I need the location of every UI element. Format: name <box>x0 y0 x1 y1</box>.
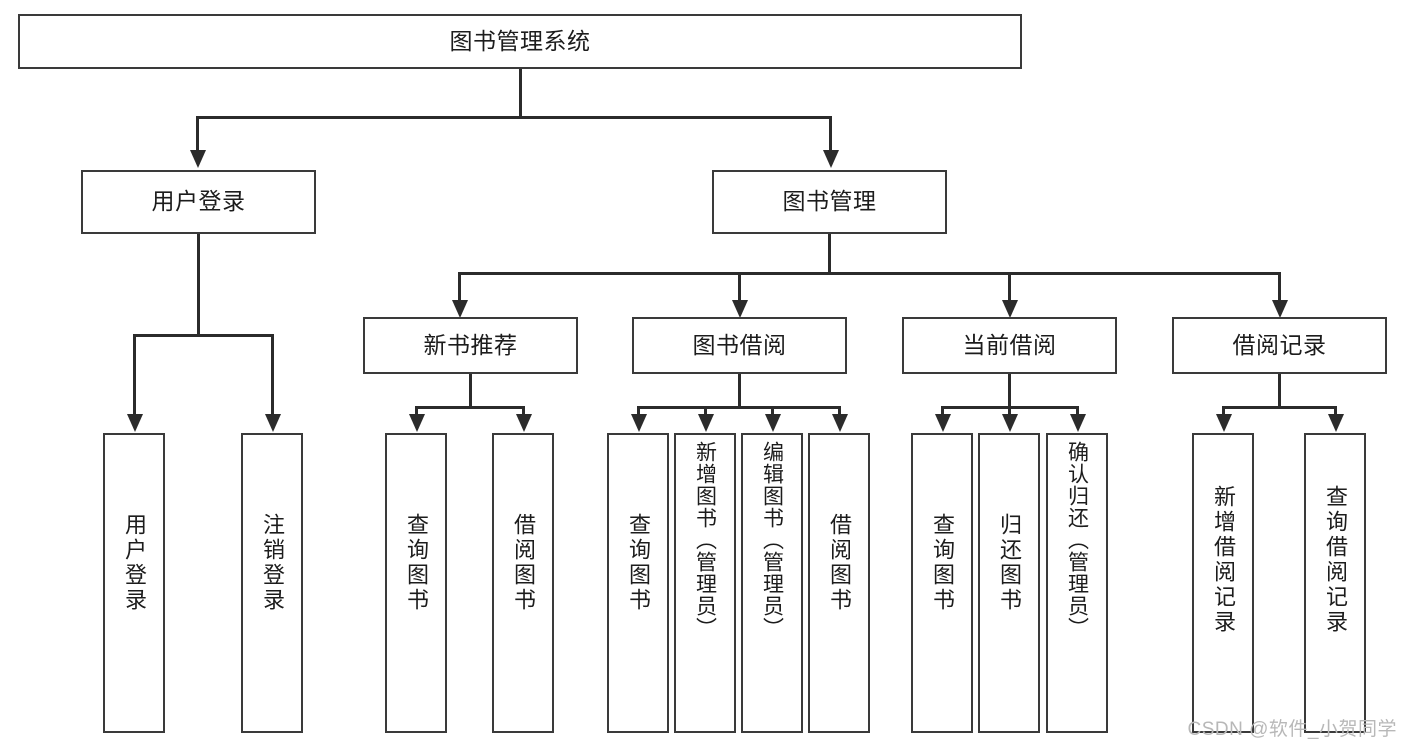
edge-cb-to-leaf-3 <box>1076 406 1079 418</box>
arrowhead-cb-to-leaf-3 <box>1070 414 1086 432</box>
node-label: 查询借阅记录 <box>1323 485 1348 635</box>
leaf-br-add-record[interactable]: 新增借阅记录 <box>1192 433 1254 733</box>
node-label: 图书管理系统 <box>449 27 591 54</box>
node-label: 查询图书 <box>626 513 651 613</box>
arrowhead-bb-to-leaf-2 <box>698 414 714 432</box>
edge-bb-to-leaf-3 <box>771 406 774 418</box>
node-root-book-management-system[interactable]: 图书管理系统 <box>18 14 1022 69</box>
leaf-cb-confirm-return-admin[interactable]: 确认归还（管理员） <box>1046 433 1108 733</box>
node-label: 借阅记录 <box>1232 331 1327 358</box>
edge-bm-to-new-book <box>458 272 461 304</box>
edge-bb-to-leaf-1 <box>637 406 640 418</box>
edge-br-to-leaf-2 <box>1334 406 1337 418</box>
arrowhead-bb-to-leaf-1 <box>631 414 647 432</box>
edge-cb-to-leaf-2 <box>1008 406 1011 418</box>
arrowhead-cb-to-leaf-2 <box>1002 414 1018 432</box>
leaf-user-login[interactable]: 用户登录 <box>103 433 165 733</box>
edge-book-borrow-stem <box>738 374 741 408</box>
arrowhead-root-to-book-management <box>823 150 839 168</box>
edge-bb-to-leaf-2 <box>704 406 707 418</box>
edge-current-borrow-stem <box>1008 374 1011 408</box>
node-current-borrow[interactable]: 当前借阅 <box>902 317 1117 374</box>
node-label: 图书管理 <box>782 188 877 215</box>
arrowhead-user-login-to-leaf-1 <box>127 414 143 432</box>
edge-user-login-to-leaf-1 <box>133 334 136 416</box>
edge-bm-to-borrow-record <box>1278 272 1281 304</box>
edge-cb-to-leaf-1 <box>941 406 944 418</box>
edge-nb-to-leaf-1 <box>415 406 418 418</box>
node-user-login[interactable]: 用户登录 <box>81 170 316 234</box>
arrowhead-cb-to-leaf-1 <box>935 414 951 432</box>
leaf-cb-query-book[interactable]: 查询图书 <box>911 433 973 733</box>
node-borrow-record[interactable]: 借阅记录 <box>1172 317 1387 374</box>
edge-bm-to-book-borrow <box>738 272 741 304</box>
arrowhead-bm-to-book-borrow <box>732 300 748 318</box>
edge-bm-to-current-borrow <box>1008 272 1011 304</box>
node-label: 查询图书 <box>404 513 429 613</box>
edge-book-management-bus <box>458 272 1281 275</box>
leaf-user-logout[interactable]: 注销登录 <box>241 433 303 733</box>
edge-user-login-stem <box>197 234 200 335</box>
node-label: 注销登录 <box>260 513 285 613</box>
node-label: 编辑图书（管理员） <box>760 441 784 639</box>
node-label: 新增借阅记录 <box>1211 485 1236 635</box>
leaf-bb-edit-book-admin[interactable]: 编辑图书（管理员） <box>741 433 803 733</box>
edge-root-to-user-login <box>196 116 199 152</box>
arrowhead-root-to-user-login <box>190 150 206 168</box>
node-label: 新书推荐 <box>423 331 518 358</box>
arrowhead-bm-to-borrow-record <box>1272 300 1288 318</box>
node-label: 确认归还（管理员） <box>1065 441 1089 639</box>
node-label: 用户登录 <box>122 513 147 613</box>
leaf-br-query-record[interactable]: 查询借阅记录 <box>1304 433 1366 733</box>
edge-root-to-book-management <box>829 116 832 152</box>
arrowhead-br-to-leaf-1 <box>1216 414 1232 432</box>
edge-borrow-record-stem <box>1278 374 1281 408</box>
edge-bb-to-leaf-4 <box>838 406 841 418</box>
node-label: 借阅图书 <box>827 513 852 613</box>
arrowhead-nb-to-leaf-2 <box>516 414 532 432</box>
leaf-bb-add-book-admin[interactable]: 新增图书（管理员） <box>674 433 736 733</box>
edge-book-borrow-bus <box>637 406 841 409</box>
node-new-book-recommend[interactable]: 新书推荐 <box>363 317 578 374</box>
node-label: 图书借阅 <box>692 331 787 358</box>
edge-new-book-stem <box>469 374 472 408</box>
edge-book-management-stem <box>828 234 831 274</box>
edge-borrow-record-bus <box>1222 406 1337 409</box>
watermark-text: CSDN @软件_小贺同学 <box>1187 719 1397 740</box>
node-book-management[interactable]: 图书管理 <box>712 170 947 234</box>
arrowhead-user-login-to-leaf-2 <box>265 414 281 432</box>
edge-root-bus <box>196 116 832 119</box>
arrowhead-bm-to-current-borrow <box>1002 300 1018 318</box>
edge-new-book-bus <box>415 406 525 409</box>
edge-nb-to-leaf-2 <box>522 406 525 418</box>
arrowhead-br-to-leaf-2 <box>1328 414 1344 432</box>
leaf-nb-query-book[interactable]: 查询图书 <box>385 433 447 733</box>
node-label: 借阅图书 <box>511 513 536 613</box>
arrowhead-bb-to-leaf-4 <box>832 414 848 432</box>
node-label: 新增图书（管理员） <box>693 441 717 639</box>
node-label: 用户登录 <box>151 188 246 215</box>
node-label: 查询图书 <box>930 513 955 613</box>
edge-root-stem <box>519 69 522 117</box>
leaf-bb-borrow-book[interactable]: 借阅图书 <box>808 433 870 733</box>
node-label: 归还图书 <box>997 513 1022 613</box>
edge-user-login-to-leaf-2 <box>271 334 274 416</box>
arrowhead-nb-to-leaf-1 <box>409 414 425 432</box>
edge-br-to-leaf-1 <box>1222 406 1225 418</box>
leaf-bb-query-book[interactable]: 查询图书 <box>607 433 669 733</box>
arrowhead-bm-to-new-book <box>452 300 468 318</box>
leaf-cb-return-book[interactable]: 归还图书 <box>978 433 1040 733</box>
node-label: 当前借阅 <box>962 331 1057 358</box>
edge-user-login-bus <box>133 334 273 337</box>
arrowhead-bb-to-leaf-3 <box>765 414 781 432</box>
node-book-borrow[interactable]: 图书借阅 <box>632 317 847 374</box>
leaf-nb-borrow-book[interactable]: 借阅图书 <box>492 433 554 733</box>
